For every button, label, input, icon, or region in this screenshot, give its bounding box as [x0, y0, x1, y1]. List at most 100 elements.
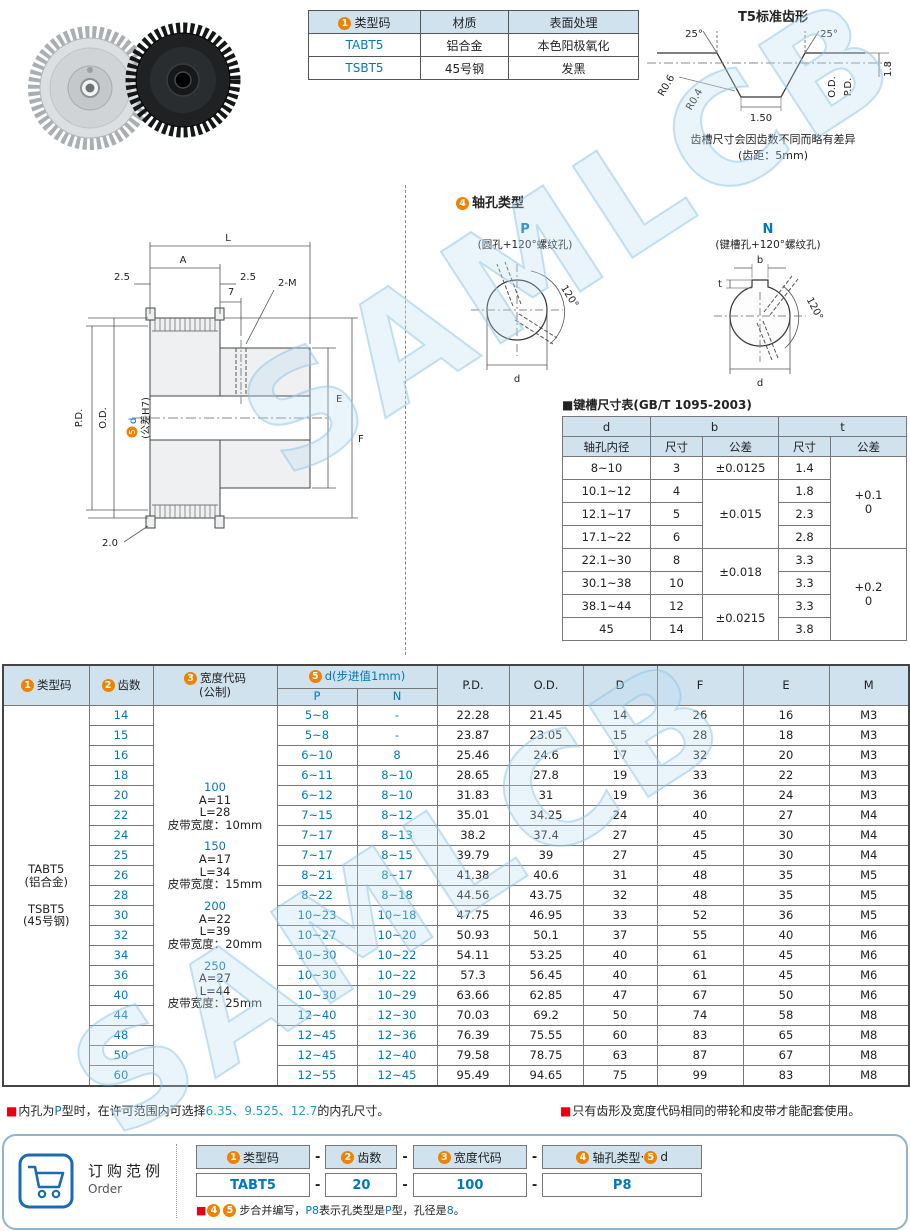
- table-cell: 12~40: [356, 1045, 438, 1066]
- product-photos: [28, 22, 241, 150]
- table-cell: 30: [88, 905, 154, 926]
- order-v-hole: P8: [542, 1173, 703, 1197]
- table-cell: 28: [88, 885, 154, 906]
- table-cell: 27: [582, 825, 658, 846]
- table-cell: 67: [656, 985, 744, 1006]
- table-cell: 83: [742, 1065, 830, 1087]
- table-cell: 40.6: [508, 865, 584, 886]
- table-cell: ±0.0215: [702, 594, 779, 641]
- table-cell: M6: [828, 945, 910, 966]
- table-cell: 31: [582, 865, 658, 886]
- table-cell: 50.93: [436, 925, 510, 946]
- table-cell: 24: [88, 825, 154, 846]
- table-cell: 3.3: [778, 548, 831, 572]
- spec-h-D: D: [582, 664, 658, 706]
- profile-note-2: (齿距：5mm): [737, 149, 808, 162]
- table-cell: M8: [828, 1065, 910, 1087]
- keyway-h-size: 尺寸: [778, 436, 831, 457]
- table-cell: 8~22: [276, 885, 358, 906]
- n-d-label: d: [757, 378, 763, 389]
- keyway-header-row-2: 轴孔内径 尺寸 公差 尺寸 公差: [562, 436, 908, 457]
- table-cell: 20: [742, 745, 830, 766]
- table-cell: 14: [88, 705, 154, 726]
- n-type-subtitle: (键槽孔+120°螺纹孔): [715, 239, 821, 251]
- table-cell: 30.1~38: [562, 571, 651, 595]
- table-cell: 22: [88, 805, 154, 826]
- table-cell: M4: [828, 845, 910, 866]
- table-cell: 22.28: [436, 705, 510, 726]
- surface-cell: 发黑: [508, 56, 639, 80]
- table-cell: 26: [88, 865, 154, 886]
- dim-right-flange: 2.5: [240, 272, 256, 283]
- table-cell: 17.1~22: [562, 525, 651, 549]
- type-code-cell: TSBT5: [308, 56, 421, 80]
- table-cell: M3: [828, 765, 910, 786]
- table-cell: 40: [582, 945, 658, 966]
- n-120-label: 120°: [804, 296, 825, 322]
- table-cell: M5: [828, 865, 910, 886]
- table-cell: 10~23: [276, 905, 358, 926]
- table-cell: 12~30: [356, 1005, 438, 1026]
- shaft-hole-p-block: P (圆孔+120°螺纹孔) 120° d: [445, 222, 605, 396]
- table-cell: 31: [508, 785, 584, 806]
- table-cell: 69.2: [508, 1005, 584, 1026]
- table-cell: 25.46: [436, 745, 510, 766]
- spec-h-pd: P.D.: [436, 664, 510, 706]
- dim-left-flange: 2.5: [114, 272, 130, 283]
- table-cell: 43.75: [508, 885, 584, 906]
- table-cell: 8~10: [356, 765, 438, 786]
- table-cell: 21.45: [508, 705, 584, 726]
- keyway-table-title: ■键槽尺寸表(GB/T 1095-2003): [562, 398, 752, 412]
- table-cell: 36: [88, 965, 154, 986]
- table-cell: 36: [656, 785, 744, 806]
- table-cell: 40: [742, 925, 830, 946]
- table-cell: 75: [582, 1065, 658, 1087]
- spec-h-F: F: [656, 664, 744, 706]
- table-cell: 7~15: [276, 805, 358, 826]
- keyway-table-block: ■键槽尺寸表(GB/T 1095-2003) d b t 轴孔内径 尺寸 公差 …: [562, 396, 908, 641]
- table-cell: 99: [656, 1065, 744, 1087]
- table-cell: 75.55: [508, 1025, 584, 1046]
- table-cell: 8~12: [356, 805, 438, 826]
- profile-note-1: 齿槽尺寸会因齿数不同而略有差异: [690, 133, 856, 146]
- dim-bore-d: 5 d (公差H7): [126, 397, 152, 439]
- table-cell: 67: [742, 1045, 830, 1066]
- table-cell: 50: [582, 1005, 658, 1026]
- table-cell: 22: [742, 765, 830, 786]
- table-cell: 16: [742, 705, 830, 726]
- table-cell: 8~18: [356, 885, 438, 906]
- table-cell: 83: [656, 1025, 744, 1046]
- type-row-tsbt5: TSBT5 45号钢 发黑: [308, 56, 639, 80]
- order-divider: [176, 1144, 177, 1218]
- table-cell: 23.05: [508, 725, 584, 746]
- table-cell: 30: [742, 825, 830, 846]
- keyway-h-d: d: [562, 416, 651, 437]
- table-cell: 35.01: [436, 805, 510, 826]
- keyway-h-tol: 公差: [702, 436, 779, 457]
- table-cell: 79.58: [436, 1045, 510, 1066]
- table-cell: 78.75: [508, 1045, 584, 1066]
- angle-left-label: 25°: [685, 29, 703, 40]
- table-cell: 34.25: [508, 805, 584, 826]
- table-cell: 76.39: [436, 1025, 510, 1046]
- section-divider: [405, 185, 406, 655]
- badge-1: 1: [21, 678, 34, 692]
- svg-text:d: d: [128, 418, 139, 424]
- keyway-h-tol: 公差: [829, 436, 908, 457]
- dim-PD: P.D.: [74, 409, 85, 428]
- table-cell: 27: [742, 805, 830, 826]
- table-cell: 35: [742, 865, 830, 886]
- order-dash: -: [315, 1149, 321, 1165]
